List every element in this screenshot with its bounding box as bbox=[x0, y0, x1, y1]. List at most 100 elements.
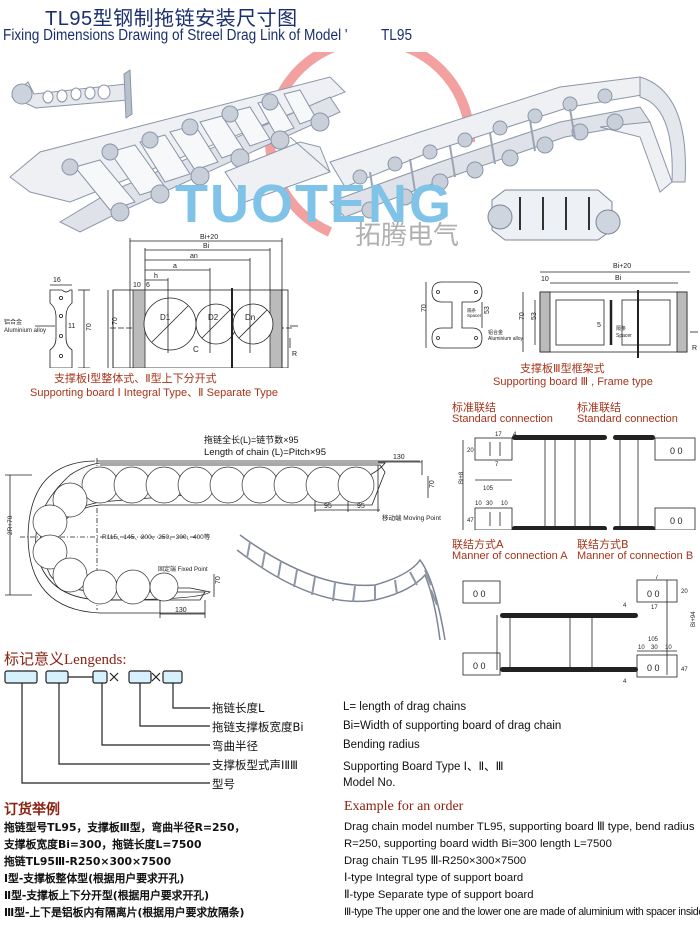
dim-std-17: 17 bbox=[495, 432, 502, 438]
manner-connection-drawing: 0 0 0 0 0 0 0 0 7 20 17 4 4 105 10 30 10… bbox=[462, 575, 697, 685]
order-line-en-2: Drag chain TL95 Ⅲ-R250×300×7500 bbox=[344, 855, 527, 867]
std-conn-b-en: Standard connection bbox=[577, 413, 678, 425]
manner-a-en: Manner of connection A bbox=[452, 550, 568, 562]
dim-53-iii: 53 bbox=[531, 312, 538, 320]
order-line-cn-1: 支撑板宽度Bi=300，拖链长度L=7500 bbox=[4, 838, 202, 851]
legend-item-cn-4: 型号 bbox=[212, 777, 235, 791]
slot-glyphs-mb-bottom: 0 0 bbox=[647, 663, 660, 673]
dim-b-47: 47 bbox=[681, 667, 688, 673]
legend-item-en-4: Model No. bbox=[343, 777, 396, 789]
standard-connection-drawing: 0 0 0 0 17 4 20 7 105 10 30 10 47 Bi+8 4 bbox=[459, 432, 696, 530]
dim-5-iii: 5 bbox=[597, 322, 601, 329]
legend-item-en-0: L= length of drag chains bbox=[343, 701, 467, 713]
side-profile bbox=[49, 289, 73, 368]
curved-chain-photo bbox=[236, 534, 446, 640]
watermark-brand-cn: 拓腾电气 bbox=[355, 220, 459, 247]
board-1-2-caption-cn: 支撑板Ⅰ型整体式、Ⅱ型上下分开式 bbox=[54, 372, 217, 385]
dim-b-30: 30 bbox=[651, 645, 658, 651]
std-conn-a-en: Standard connection bbox=[452, 413, 553, 425]
dim-b-10a: 10 bbox=[638, 645, 645, 651]
dim-bi-iii: Bi bbox=[615, 275, 622, 282]
legend-item-cn-3: 支撑板型式声ⅠⅡⅢ bbox=[212, 758, 298, 772]
dim-pitch-2: 95 bbox=[357, 503, 365, 510]
legend-diagram bbox=[4, 670, 210, 784]
legend-item-en-3: Supporting Board Type Ⅰ、Ⅱ、Ⅲ bbox=[343, 761, 504, 773]
std-conn-b-cn: 标准联结 bbox=[577, 401, 621, 414]
board-3-caption-en: Supporting board Ⅲ , Frame type bbox=[493, 376, 653, 388]
dim-bi-plus-20: Bi+20 bbox=[200, 234, 218, 241]
slot-glyphs-b-bottom: 0 0 bbox=[670, 516, 683, 526]
watermark-brand-en: TUOTENG bbox=[175, 174, 453, 234]
fixed-point-label: 固定端 Fixed Point bbox=[158, 565, 208, 573]
legend-box-radius bbox=[92, 670, 108, 684]
dim-70: 70 bbox=[112, 317, 119, 325]
board-1-2-caption-en: Supporting board Ⅰ Integral Type、Ⅱ Separ… bbox=[30, 387, 278, 399]
dim-std-20: 20 bbox=[467, 448, 474, 454]
chain-length-cn: 拖链全长(L)=链节数×95 bbox=[204, 434, 299, 445]
dim-b-20: 20 bbox=[681, 589, 688, 595]
dim-b-17: 17 bbox=[651, 605, 658, 611]
spacer-label-cn: 隔条 bbox=[616, 325, 626, 332]
dim-end-bottom-130: 130 bbox=[175, 607, 187, 614]
label-d1: D1 bbox=[160, 313, 171, 322]
slot-glyphs-a-bottom: 0 0 bbox=[473, 661, 486, 671]
order-line-en-0: Drag chain model number TL95, supporting… bbox=[344, 821, 695, 833]
dim-std-30: 30 bbox=[486, 501, 493, 507]
side-spacer-en: Spacer bbox=[467, 313, 482, 318]
dim-std-105: 105 bbox=[483, 486, 494, 492]
dim-std-bi8: Bi+8 bbox=[459, 471, 465, 484]
dim-an: an bbox=[190, 253, 198, 260]
order-line-en-4: Ⅱ-type Separate type of support board bbox=[344, 889, 534, 901]
order-line-cn-4: Ⅱ型-支撑板上下分开型(根据用户要求开孔) bbox=[4, 889, 210, 902]
bracket-photo bbox=[11, 69, 133, 119]
material-cn: 铝合金 bbox=[4, 318, 22, 326]
dim-6: 6 bbox=[146, 282, 150, 289]
dim-b-4b: 4 bbox=[623, 679, 627, 685]
dim-side-53-iii: 53 bbox=[484, 306, 491, 314]
std-conn-a-cn: 标准联结 bbox=[452, 401, 496, 414]
slot-glyphs-a-top: 0 0 bbox=[473, 589, 486, 599]
manner-b-en: Manner of connection B bbox=[577, 550, 694, 562]
board-3-caption-cn: 支撑板Ⅲ型框架式 bbox=[520, 362, 605, 375]
dim-b-10b: 10 bbox=[665, 645, 672, 651]
chain-photo-right bbox=[329, 76, 686, 219]
dim-std-47: 47 bbox=[467, 518, 474, 524]
order-title-cn: 订货举例 bbox=[4, 802, 60, 818]
legend-box-width bbox=[128, 670, 152, 684]
board-type-1-2-drawing: 16 11 70 铝合金 Aluminium alloy Bi+20 Bi an… bbox=[4, 234, 298, 368]
chain-length-en: Length of chain (L)=Pitch×95 bbox=[204, 447, 326, 458]
side-material-en: Aluminium alloy bbox=[488, 336, 524, 342]
side-i-profile bbox=[431, 281, 483, 349]
material-en: Aluminium alloy bbox=[4, 328, 46, 334]
dim-10: 10 bbox=[133, 282, 141, 289]
page-title-cn: TL95型钢制拖链安装尺寸图 bbox=[45, 8, 298, 30]
dim-side-inner: 11 bbox=[68, 323, 75, 330]
order-line-en-3: Ⅰ-type Integral type of support board bbox=[344, 872, 524, 884]
label-dn: Dn bbox=[245, 313, 255, 322]
chain-links bbox=[32, 466, 375, 605]
board-type-3-drawing: Bi+20 Bi 10 70 53 5 隔条 Spacer R 70 53 隔条… bbox=[421, 263, 698, 358]
spacer-label-en: Spacer bbox=[616, 333, 632, 339]
dim-b-7: 7 bbox=[655, 575, 659, 581]
dim-10-iii: 10 bbox=[541, 276, 549, 283]
dim-side-width: 16 bbox=[53, 277, 61, 284]
title-model: TL95 bbox=[380, 27, 413, 44]
dim-b-105: 105 bbox=[648, 637, 659, 643]
moving-point-label: 移动端 Moving Point bbox=[382, 513, 441, 522]
legend-box-type bbox=[45, 670, 69, 684]
chain-photo-left bbox=[9, 76, 346, 233]
dim-bi: Bi bbox=[203, 243, 210, 250]
order-line-cn-3: Ⅰ型-支撑板整体型(根据用户要求开孔) bbox=[4, 872, 185, 885]
legend-item-cn-2: 弯曲半径 bbox=[212, 739, 258, 753]
height-note: 2R+70 bbox=[7, 515, 14, 535]
dim-end-bottom-70: 70 bbox=[215, 576, 222, 584]
slot-glyphs-mb-top: 0 0 bbox=[647, 589, 660, 599]
manner-b-cn: 联结方式B bbox=[577, 538, 629, 551]
dim-bi-plus-20-iii: Bi+20 bbox=[613, 263, 631, 270]
dim-side-70-iii: 70 bbox=[421, 304, 428, 312]
order-lines-cn: 拖链型号TL95，支撑板Ⅲ型，弯曲半径R=250， 支撑板宽度Bi=300，拖链… bbox=[4, 819, 245, 921]
dim-std-7: 7 bbox=[495, 462, 499, 468]
dim-b-4: 4 bbox=[623, 603, 627, 609]
slot-glyphs-b-top: 0 0 bbox=[670, 446, 683, 456]
dim-end-top-130: 130 bbox=[393, 454, 405, 461]
